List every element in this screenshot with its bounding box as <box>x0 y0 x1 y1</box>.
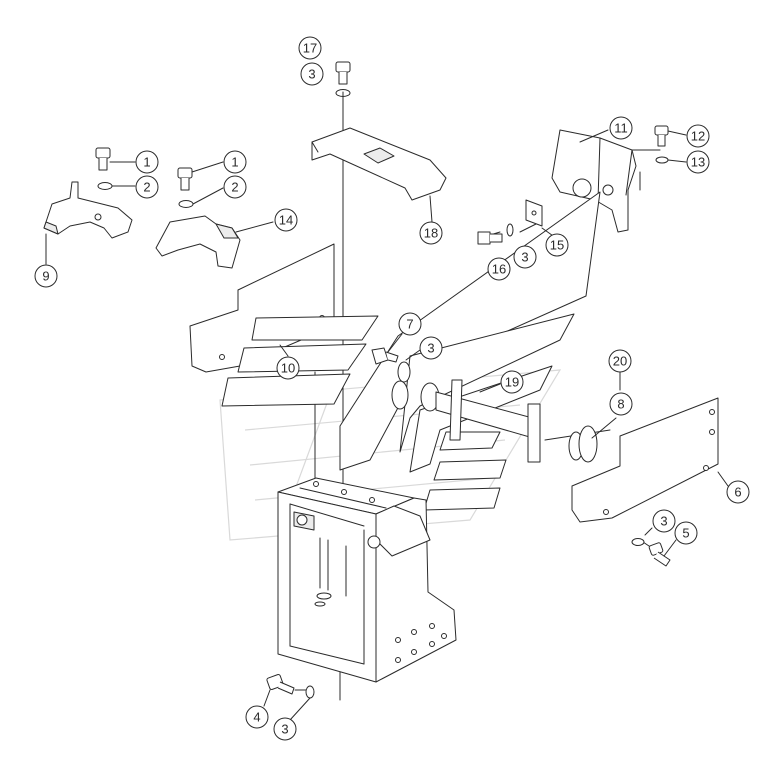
callout-label: 3 <box>427 341 434 356</box>
callout-2-left: 2 <box>135 175 159 199</box>
callout-12: 12 <box>686 124 710 148</box>
callout-label: 2 <box>231 180 238 195</box>
right-side-panel <box>571 397 719 523</box>
callout-label: 8 <box>617 397 624 412</box>
callout-15: 15 <box>545 233 569 257</box>
shaft-assembly <box>420 379 598 463</box>
callout-label: 3 <box>308 67 315 82</box>
top-cover-plate <box>311 127 447 201</box>
callout-3-mid-right: 3 <box>513 245 537 269</box>
callout-label: 16 <box>492 262 506 277</box>
callout-label: 15 <box>550 238 564 253</box>
callout-18: 18 <box>419 221 443 245</box>
bolt-7 <box>371 347 411 410</box>
bolt-1-right <box>177 167 194 208</box>
callout-label: 2 <box>143 180 150 195</box>
callout-label: 19 <box>505 375 519 390</box>
louver-plates-left <box>221 315 379 407</box>
callout-label: 10 <box>281 361 295 376</box>
callout-2-right: 2 <box>223 175 247 199</box>
callout-4: 4 <box>245 705 269 729</box>
bolt-1-left <box>95 147 113 190</box>
main-frame-body <box>277 477 457 683</box>
callout-label: 13 <box>691 155 705 170</box>
callout-label: 5 <box>682 526 689 541</box>
callout-9: 9 <box>34 264 58 288</box>
callout-5: 5 <box>674 521 698 545</box>
callout-13: 13 <box>686 150 710 174</box>
callout-1-right: 1 <box>223 150 247 174</box>
callout-11: 11 <box>609 116 633 140</box>
callout-label: 9 <box>42 269 49 284</box>
clip-bracket-9 <box>43 181 133 239</box>
callout-3-bottom: 3 <box>273 717 297 741</box>
callout-3-top: 3 <box>300 62 324 86</box>
callout-label: 12 <box>691 129 705 144</box>
callout-10: 10 <box>276 356 300 380</box>
callout-14: 14 <box>274 208 298 232</box>
callout-8: 8 <box>609 392 633 416</box>
callout-label: 14 <box>279 213 293 228</box>
bolt-12 <box>654 125 669 164</box>
callout-label: 3 <box>521 250 528 265</box>
callout-label: 3 <box>660 514 667 529</box>
callout-17: 17 <box>298 36 322 60</box>
bolt-16 <box>477 223 514 245</box>
callout-1-left: 1 <box>135 150 159 174</box>
callout-3-mid: 3 <box>419 336 443 360</box>
callout-label: 17 <box>303 41 317 56</box>
callout-label: 7 <box>406 317 413 332</box>
bolt-5 <box>631 538 671 567</box>
callout-leaders <box>45 91 729 721</box>
callout-19: 19 <box>500 370 524 394</box>
callout-label: 20 <box>613 354 627 369</box>
callout-16: 16 <box>487 257 511 281</box>
callout-label: 4 <box>253 710 260 725</box>
callout-label: 1 <box>143 155 150 170</box>
callout-label: 1 <box>231 155 238 170</box>
back-plate <box>551 129 637 233</box>
bolt-4 <box>266 674 315 699</box>
callout-20: 20 <box>608 349 632 373</box>
callout-label: 11 <box>614 121 628 136</box>
callout-label: 3 <box>281 722 288 737</box>
callout-label: 6 <box>734 485 741 500</box>
callout-7: 7 <box>398 312 422 336</box>
bolt-17 <box>335 61 351 97</box>
clip-bracket-14 <box>155 215 241 269</box>
callout-6: 6 <box>726 480 750 504</box>
callout-3-right: 3 <box>652 509 676 533</box>
callout-label: 18 <box>424 226 438 241</box>
bracket-plate <box>525 199 543 227</box>
